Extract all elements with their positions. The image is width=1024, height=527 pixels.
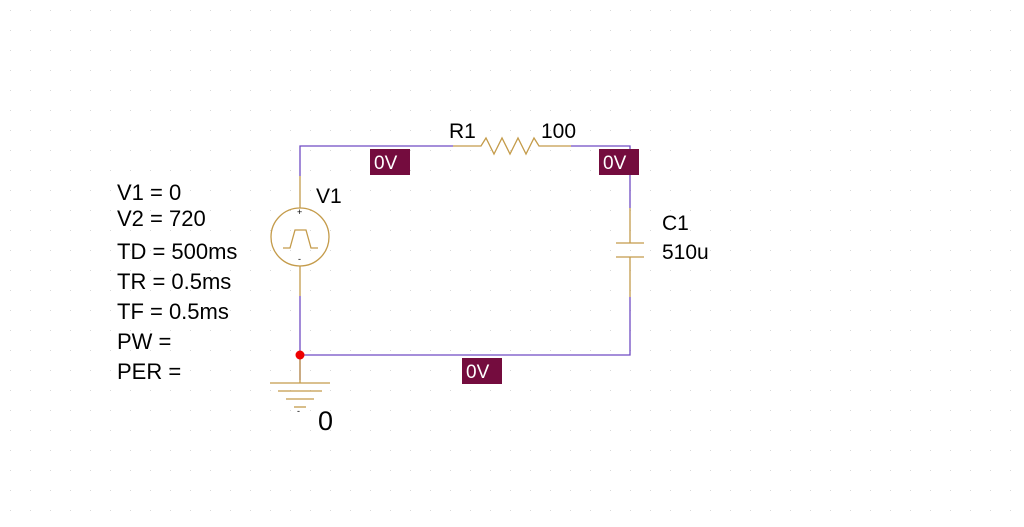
- ground-minus-sign: -: [297, 406, 300, 416]
- source-plus-sign: +: [297, 207, 302, 217]
- voltage-source-v1[interactable]: [270, 176, 330, 296]
- param-tf: TF = 0.5ms: [117, 299, 229, 324]
- wire-top-left[interactable]: [299, 145, 453, 176]
- param-per: PER =: [117, 359, 181, 384]
- svg-text:0V: 0V: [603, 153, 627, 174]
- wire-bottom[interactable]: [300, 297, 631, 356]
- ground-symbol[interactable]: [270, 355, 330, 408]
- node-connection-dot[interactable]: [295, 350, 305, 360]
- param-pw: PW =: [117, 329, 171, 354]
- resistor-value: 100: [541, 120, 576, 143]
- capacitor-ref: C1: [662, 212, 689, 235]
- voltage-marker-top-left[interactable]: 0V: [370, 149, 410, 175]
- source-ref: V1: [316, 185, 342, 208]
- capacitor-c1[interactable]: [616, 208, 644, 297]
- wire-top-right[interactable]: [571, 145, 631, 208]
- resistor-r1[interactable]: [453, 136, 571, 156]
- param-v2: V2 = 720: [117, 206, 206, 231]
- capacitor-value: 510u: [662, 241, 709, 264]
- pulse-waveform-icon: [283, 229, 318, 249]
- ground-label: 0: [318, 406, 333, 436]
- background-grid: [10, 10, 1011, 511]
- param-v1: V1 = 0: [117, 180, 181, 205]
- source-parameters: V1 = 0 V2 = 720 TD = 500ms TR = 0.5ms TF…: [117, 180, 237, 384]
- svg-text:0V: 0V: [374, 153, 398, 174]
- resistor-ref: R1: [449, 120, 476, 143]
- voltage-marker-top-right[interactable]: 0V: [599, 149, 639, 175]
- param-td: TD = 500ms: [117, 239, 237, 264]
- svg-text:0V: 0V: [466, 362, 490, 383]
- wires: [299, 145, 631, 380]
- param-tr: TR = 0.5ms: [117, 269, 231, 294]
- source-minus-sign: -: [298, 254, 301, 264]
- voltage-marker-bottom[interactable]: 0V: [462, 358, 502, 384]
